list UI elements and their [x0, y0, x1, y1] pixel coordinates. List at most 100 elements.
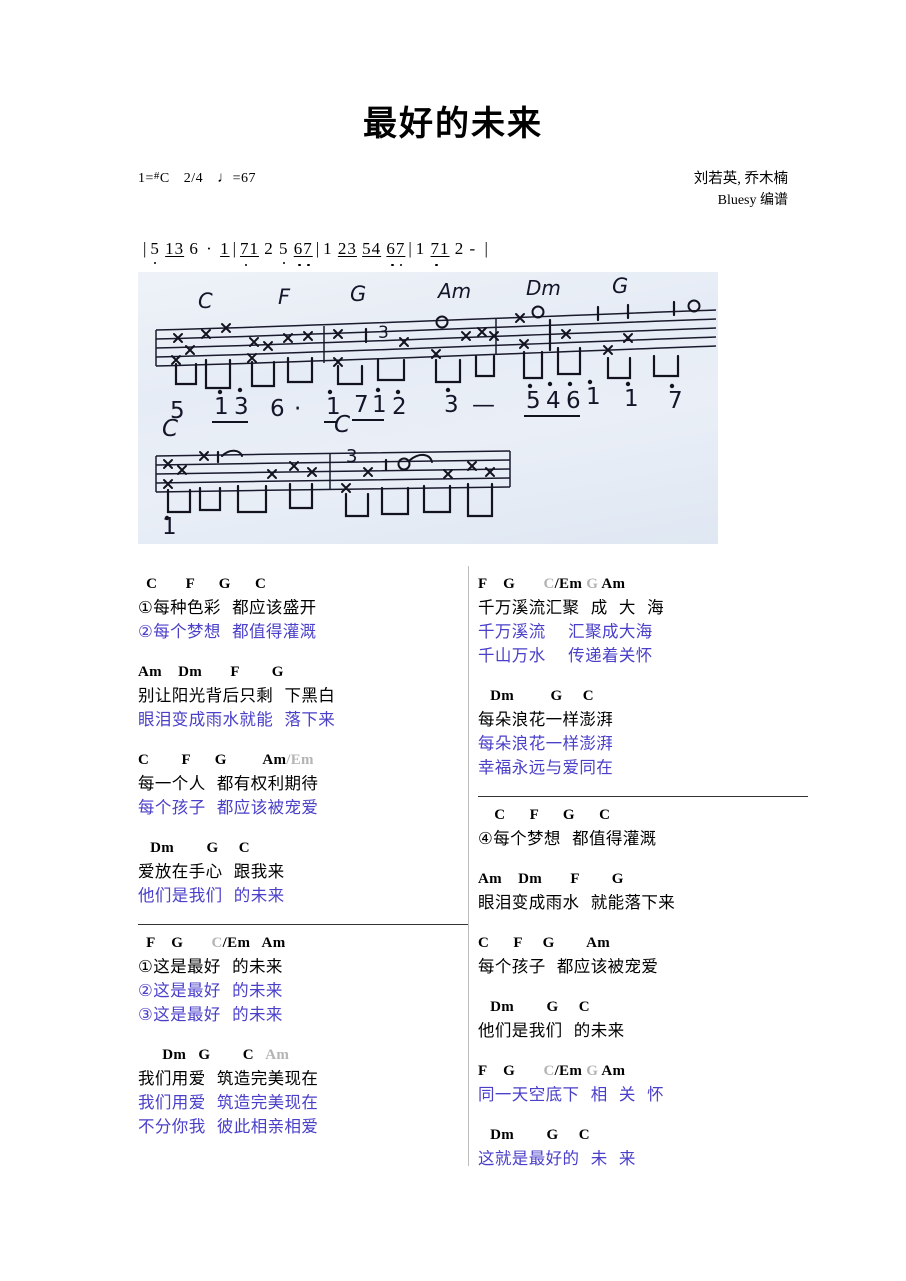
- chord-optional: /Em: [286, 752, 314, 768]
- svg-text:6: 6: [270, 396, 285, 422]
- handwritten-tablature-scan: .stf { stroke:#1a1a2e; stroke-width:1.5;…: [138, 272, 718, 544]
- lyric-stanza: F G C/Em G Am 千万溪流汇聚 成 大 海千万溪流 汇聚成大海千山万水 …: [478, 572, 808, 668]
- chord-line: Dm G C: [478, 688, 594, 704]
- lyric-line: 他们是我们 的未来: [138, 886, 285, 905]
- svg-text:3: 3: [346, 446, 357, 467]
- svg-text:C: C: [334, 412, 350, 438]
- lyric-line: ④每个梦想 都值得灌溉: [478, 829, 657, 848]
- svg-text:1: 1: [326, 394, 341, 420]
- lyric-line: 爱放在手心 跟我来: [138, 862, 285, 881]
- section-divider: [478, 796, 808, 797]
- lyric-line: ①每种色彩 都应该盛开: [138, 598, 317, 617]
- chord-line: C F G Am/Em: [138, 748, 468, 772]
- section-divider: [138, 924, 468, 925]
- chord-line: F G C/Em Am: [138, 931, 468, 955]
- svg-text:1: 1: [214, 394, 229, 420]
- lyric-line: 每个孩子 都应该被宠爱: [138, 798, 319, 817]
- tempo-note-icon: ♩: [217, 170, 233, 186]
- chord-line: Dm G C: [138, 840, 250, 856]
- svg-text:3: 3: [444, 392, 459, 418]
- chord-optional: C: [211, 935, 223, 951]
- tempo-value: =67: [232, 171, 257, 186]
- chord-symbol: /Em Am: [222, 935, 286, 951]
- lyric-line: 这就是最好的 未 来: [478, 1149, 636, 1168]
- byline-composer: 刘若英, 乔木楠: [693, 171, 788, 187]
- lyric-line: 他们是我们 的未来: [478, 1021, 625, 1040]
- lyric-line: 幸福永远与爱同在: [478, 758, 614, 777]
- lyric-line: ③这是最好 的未来: [138, 1005, 283, 1024]
- lyric-line: 不分你我 彼此相亲相爱: [138, 1117, 319, 1136]
- chord-symbol: F G: [478, 576, 544, 592]
- page-title: 最好的未来: [363, 104, 543, 144]
- column-separator: [468, 566, 469, 1166]
- lyric-line: 每朵浪花一样澎湃: [478, 734, 614, 753]
- lyric-line: 我们用爱 筑造完美现在: [138, 1093, 319, 1112]
- intro-notation-line: |5 13 6 · 1|71 2 5 67|1 23 54 67|1 71 2 …: [143, 239, 489, 266]
- svg-text:1: 1: [162, 514, 177, 540]
- lyric-stanza: Dm G C 爱放在手心 跟我来他们是我们 的未来: [138, 836, 468, 908]
- svg-text:G: G: [350, 282, 366, 306]
- svg-text:5: 5: [170, 398, 185, 424]
- chord-line: Am Dm F G: [478, 871, 624, 887]
- lyric-line: 千万溪流汇聚 成 大 海: [478, 598, 664, 617]
- chord-optional: G: [586, 576, 599, 592]
- svg-text:1: 1: [624, 386, 639, 412]
- chord-optional: G: [586, 1063, 599, 1079]
- time-signature: 2/4: [183, 171, 204, 186]
- chord-optional: C: [543, 1063, 555, 1079]
- svg-text:6: 6: [566, 388, 581, 414]
- chord-line: Dm G C: [478, 999, 590, 1015]
- svg-text:·: ·: [294, 396, 301, 422]
- svg-text:—: —: [472, 392, 495, 418]
- chord-symbol: Dm G C: [138, 1047, 266, 1063]
- lyric-stanza: Dm G C 这就是最好的 未 来: [478, 1123, 808, 1171]
- svg-text:7: 7: [668, 388, 683, 414]
- chord-line: C F G C: [138, 576, 267, 592]
- lyric-stanza: F G C/Em Am ①这是最好 的未来 ②这是最好 的未来 ③这是最好 的未来: [138, 931, 468, 1027]
- chord-line: C F G C: [478, 807, 611, 823]
- svg-text:F: F: [278, 285, 291, 309]
- lyric-stanza: Dm G C 他们是我们 的未来: [478, 995, 808, 1043]
- chord-optional: C: [543, 576, 555, 592]
- key-note: C: [159, 171, 170, 186]
- lyric-line: 我们用爱 筑造完美现在: [138, 1069, 319, 1088]
- chord-line: Dm G C Am: [138, 1043, 468, 1067]
- lyric-stanza: Am Dm F G 眼泪变成雨水 就能落下来: [478, 867, 808, 915]
- lyric-line: 每一个人 都有权利期待: [138, 774, 319, 793]
- svg-text:5: 5: [526, 388, 541, 414]
- lyric-line: ①这是最好 的未来: [138, 957, 283, 976]
- lyric-line: 千山万水 传递着关怀: [478, 646, 653, 665]
- byline: 刘若英, 乔木楠 Bluesy 编谱: [694, 168, 788, 212]
- lyric-line: 眼泪变成雨水 就能落下来: [478, 893, 676, 912]
- lyric-line: ②这是最好 的未来: [138, 981, 283, 1000]
- chord-symbol: /Em: [554, 576, 587, 592]
- svg-text:G: G: [612, 274, 628, 298]
- svg-text:Am: Am: [436, 279, 471, 303]
- chord-symbol: Am: [598, 1063, 626, 1079]
- byline-arranger: Bluesy 编谱: [717, 193, 788, 208]
- lyric-stanza: Dm G C 每朵浪花一样澎湃每朵浪花一样澎湃幸福永远与爱同在: [478, 684, 808, 780]
- chord-symbol: Am: [598, 576, 626, 592]
- svg-text:1: 1: [372, 392, 387, 418]
- chord-symbol: C F G Am: [138, 752, 287, 768]
- chord-line: Dm G C: [478, 1127, 590, 1143]
- lyric-line: 眼泪变成雨水就能 落下来: [138, 710, 336, 729]
- lyric-line: 每朵浪花一样澎湃: [478, 710, 614, 729]
- key-accidental: #: [153, 170, 160, 182]
- svg-text:4: 4: [546, 388, 561, 414]
- svg-text:Dm: Dm: [526, 276, 561, 300]
- svg-text:C: C: [198, 289, 213, 313]
- svg-text:2: 2: [392, 394, 407, 420]
- lyrics-column-right: F G C/Em G Am 千万溪流汇聚 成 大 海千万溪流 汇聚成大海千山万水 …: [478, 572, 808, 1187]
- svg-text:3: 3: [378, 323, 389, 343]
- chord-line: C F G Am: [478, 935, 611, 951]
- lyric-line: ②每个梦想 都值得灌溉: [138, 622, 317, 641]
- svg-text:3: 3: [234, 394, 249, 420]
- svg-text:C: C: [162, 416, 178, 442]
- svg-text:1: 1: [586, 384, 601, 410]
- chord-optional: Am: [265, 1047, 290, 1063]
- lyric-line: 千万溪流 汇聚成大海: [478, 622, 653, 641]
